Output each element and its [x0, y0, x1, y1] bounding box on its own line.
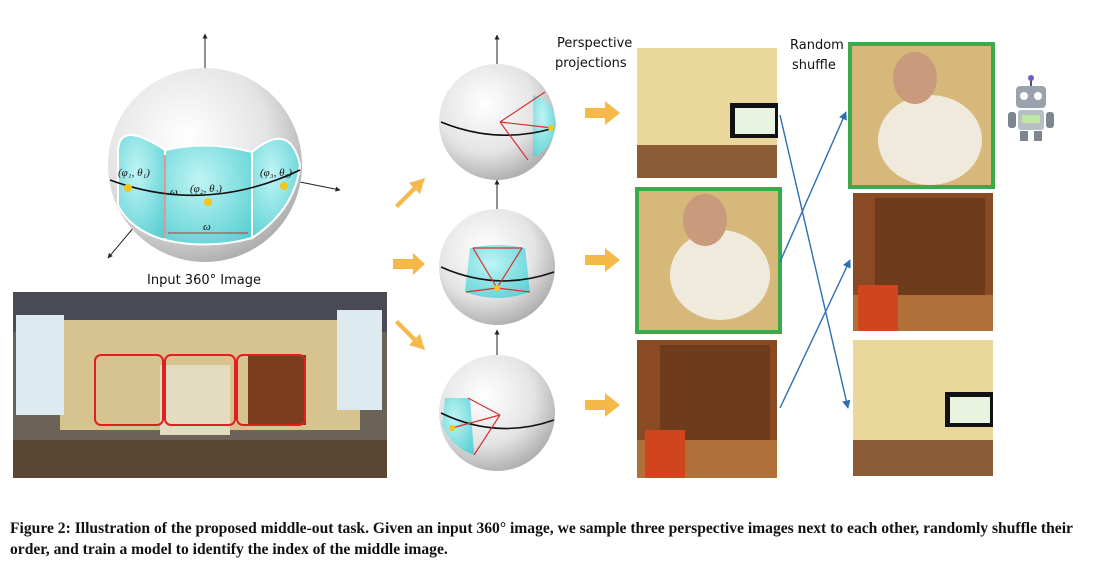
shuffled-2 [853, 193, 993, 331]
sphere-label-omega2: ω [203, 221, 211, 233]
shuffle-lines [779, 111, 851, 409]
small-sphere-3 [439, 329, 555, 471]
caption-label: Figure 2: [10, 520, 71, 537]
shuffled-3 [853, 340, 993, 476]
big-sphere [107, 33, 341, 262]
panorama-image [13, 292, 387, 478]
projections-label-1: Perspective [557, 36, 633, 51]
robot-icon [1008, 75, 1054, 141]
caption-text: Illustration of the proposed middle-out … [10, 520, 1073, 558]
small-sphere-2 [439, 179, 555, 325]
sphere-label-p2: (φ₂, θ₂) [190, 183, 222, 195]
shuffled-1 [848, 42, 995, 189]
projection-3 [637, 340, 777, 478]
orange-arrows [393, 101, 620, 417]
shuffle-label-2: shuffle [792, 58, 836, 73]
sphere-label-p1: (φ₁, θ₁) [118, 167, 150, 179]
small-sphere-1 [439, 34, 556, 180]
sphere-label-p3: (φ₃, θ₃) [260, 167, 292, 179]
sphere-label-omega1: ω [170, 186, 178, 198]
input-label: Input 360° Image [147, 273, 261, 288]
figure-caption: Figure 2: Illustration of the proposed m… [10, 518, 1102, 560]
shuffle-label-1: Random [790, 38, 844, 53]
projection-1 [637, 48, 778, 178]
projection-2 [635, 187, 782, 334]
figure-diagram [13, 33, 1054, 478]
projections-label-2: projections [555, 56, 627, 71]
